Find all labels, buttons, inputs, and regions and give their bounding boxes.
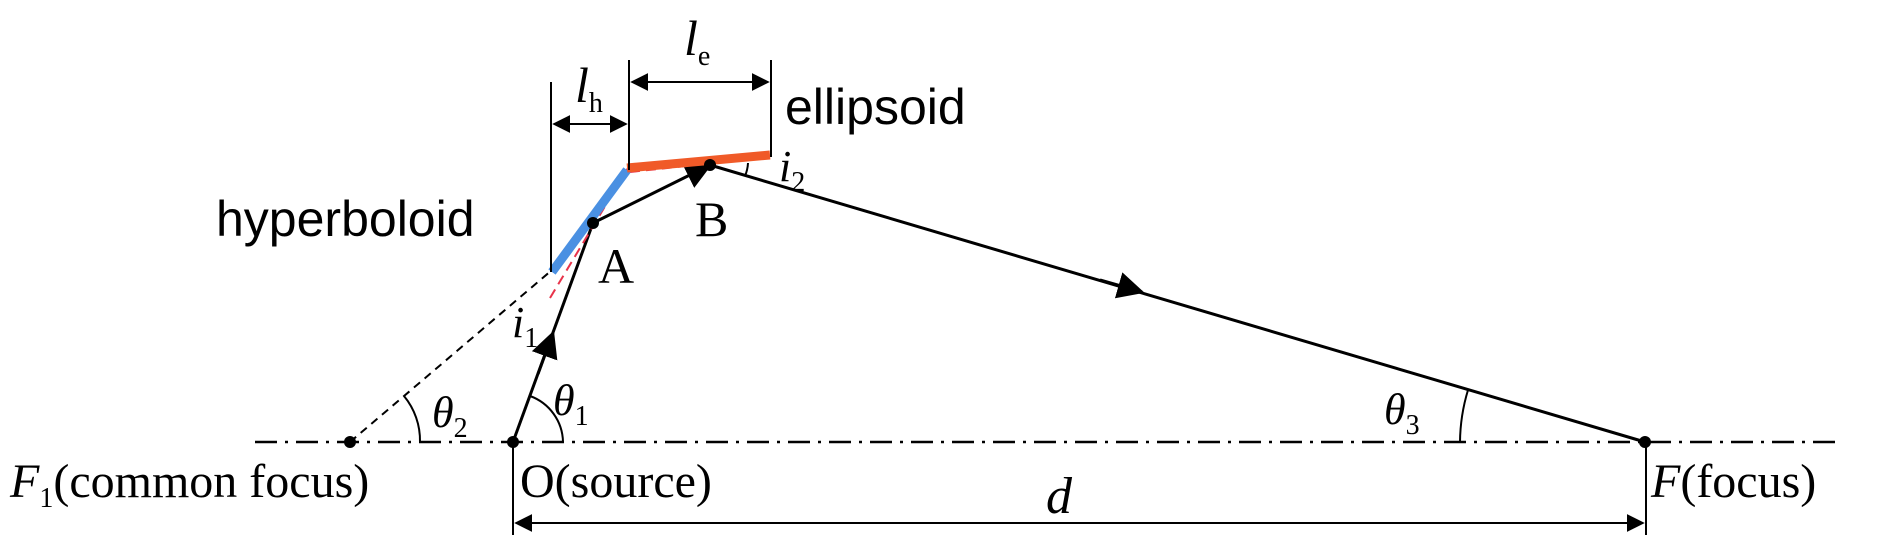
i2-label: i2 [779,142,805,198]
theta1-arc [529,395,564,443]
theta2-label: θ2 [432,388,468,444]
ray-b-to-focus [709,163,1646,444]
f1-label: F1(common focus) [9,455,369,514]
hyperboloid-tangent-dashed [549,167,629,299]
i1-label: i1 [512,298,538,354]
lh-label: lh [575,57,603,119]
point-a-dot [587,217,599,229]
theta3-label: θ3 [1384,385,1420,441]
ellipsoid-label: ellipsoid [785,79,966,135]
ray-source-arrow [531,330,558,375]
theta3-arc [1459,389,1469,443]
ray-a-to-b [592,163,713,225]
virtual-ray-line [349,269,553,443]
point-b-label: B [695,191,728,247]
theta1-label: θ1 [553,376,589,432]
source-label: O(source) [520,455,712,508]
ellipsoid-mirror [626,150,771,173]
ray-focus-arrow [1099,272,1145,299]
point-focus [1639,436,1651,448]
point-a-label: A [598,238,634,294]
le-label: le [684,10,710,72]
focus-label: F(focus) [1650,455,1816,508]
hyperboloid-label: hyperboloid [216,191,475,247]
point-b-dot [704,159,716,171]
d-label: d [1046,468,1073,525]
theta2-arc [403,395,422,443]
point-source [507,436,519,448]
i2-arc [744,162,749,177]
point-f1 [344,436,356,448]
